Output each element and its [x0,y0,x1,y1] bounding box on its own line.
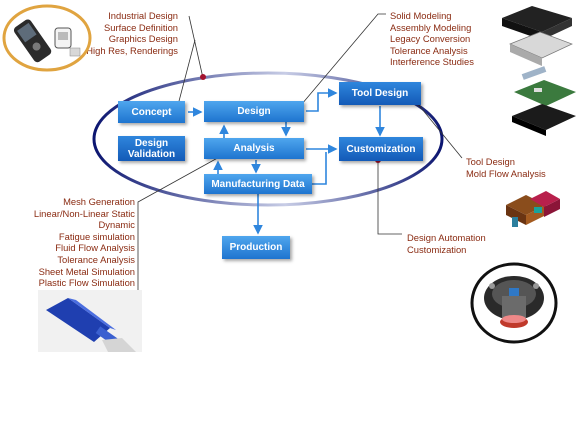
design-automation-notes: Design Automation Customization [407,232,486,255]
tool-design-box[interactable]: Tool Design [339,82,421,105]
note-line: High Res, Renderings [86,44,178,56]
leader-concept [177,39,196,106]
mold-tool-image [500,185,566,233]
design-validation-box[interactable]: Design Validation [118,136,185,161]
concept-box[interactable]: Concept [118,101,185,123]
note-line: Tolerance Analysis [57,253,135,265]
arrow-design-to-tooldesign [306,88,338,112]
note-line: Sheet Metal Simulation [38,265,135,277]
leader-solid [295,13,386,112]
note-line: Dynamic [98,219,135,231]
note-line: Linear/Non-Linear Static [33,207,135,219]
note-line: Surface Definition [104,21,178,33]
phone-rendering-thumbnail [2,4,92,72]
note-line: Mold Flow Analysis [466,167,546,179]
analysis-box[interactable]: Analysis [204,138,304,159]
solid-modeling-notes: Solid Modeling Assembly Modeling Legacy … [390,10,474,68]
process-ellipse [92,71,444,207]
note-line: Customization [407,243,467,255]
note-line: Tolerance Analysis [390,44,468,56]
design-box[interactable]: Design [204,101,304,122]
note-line: Solid Modeling [390,10,452,21]
note-line: Industrial Design [108,10,178,21]
marker-dot-industrial [200,74,206,80]
arrow-manufacturing-to-customization [312,152,327,185]
customization-box[interactable]: Customization [339,137,423,161]
note-line: Tool Design [466,156,515,167]
note-line: Mesh Generation [63,196,135,207]
note-line: Fluid Flow Analysis [55,242,135,254]
analysis-notes: Mesh Generation Linear/Non-Linear Static… [34,196,135,289]
tool-design-notes: Tool Design Mold Flow Analysis [466,156,546,179]
round-part-image [470,262,558,344]
note-line: Interference Studies [390,56,474,68]
production-box[interactable]: Production [222,236,290,259]
leader-automation [377,160,402,235]
note-line: Fatigue simulation [58,230,135,242]
note-line: Legacy Conversion [390,33,471,45]
leader-analysis [137,149,233,292]
note-line: Assembly Modeling [390,21,472,33]
manufacturing-data-box[interactable]: Manufacturing Data [204,174,312,194]
exploded-assembly-image [492,4,582,138]
note-line: Plastic Flow Simulation [38,277,135,289]
leader-industrial [188,15,204,79]
note-line: Graphics Design [108,33,178,45]
note-line: Design Automation [407,232,486,243]
flow-simulation-image [38,290,142,352]
leader-tool [412,97,463,159]
industrial-design-notes: Industrial Design Surface Definition Gra… [86,10,178,56]
